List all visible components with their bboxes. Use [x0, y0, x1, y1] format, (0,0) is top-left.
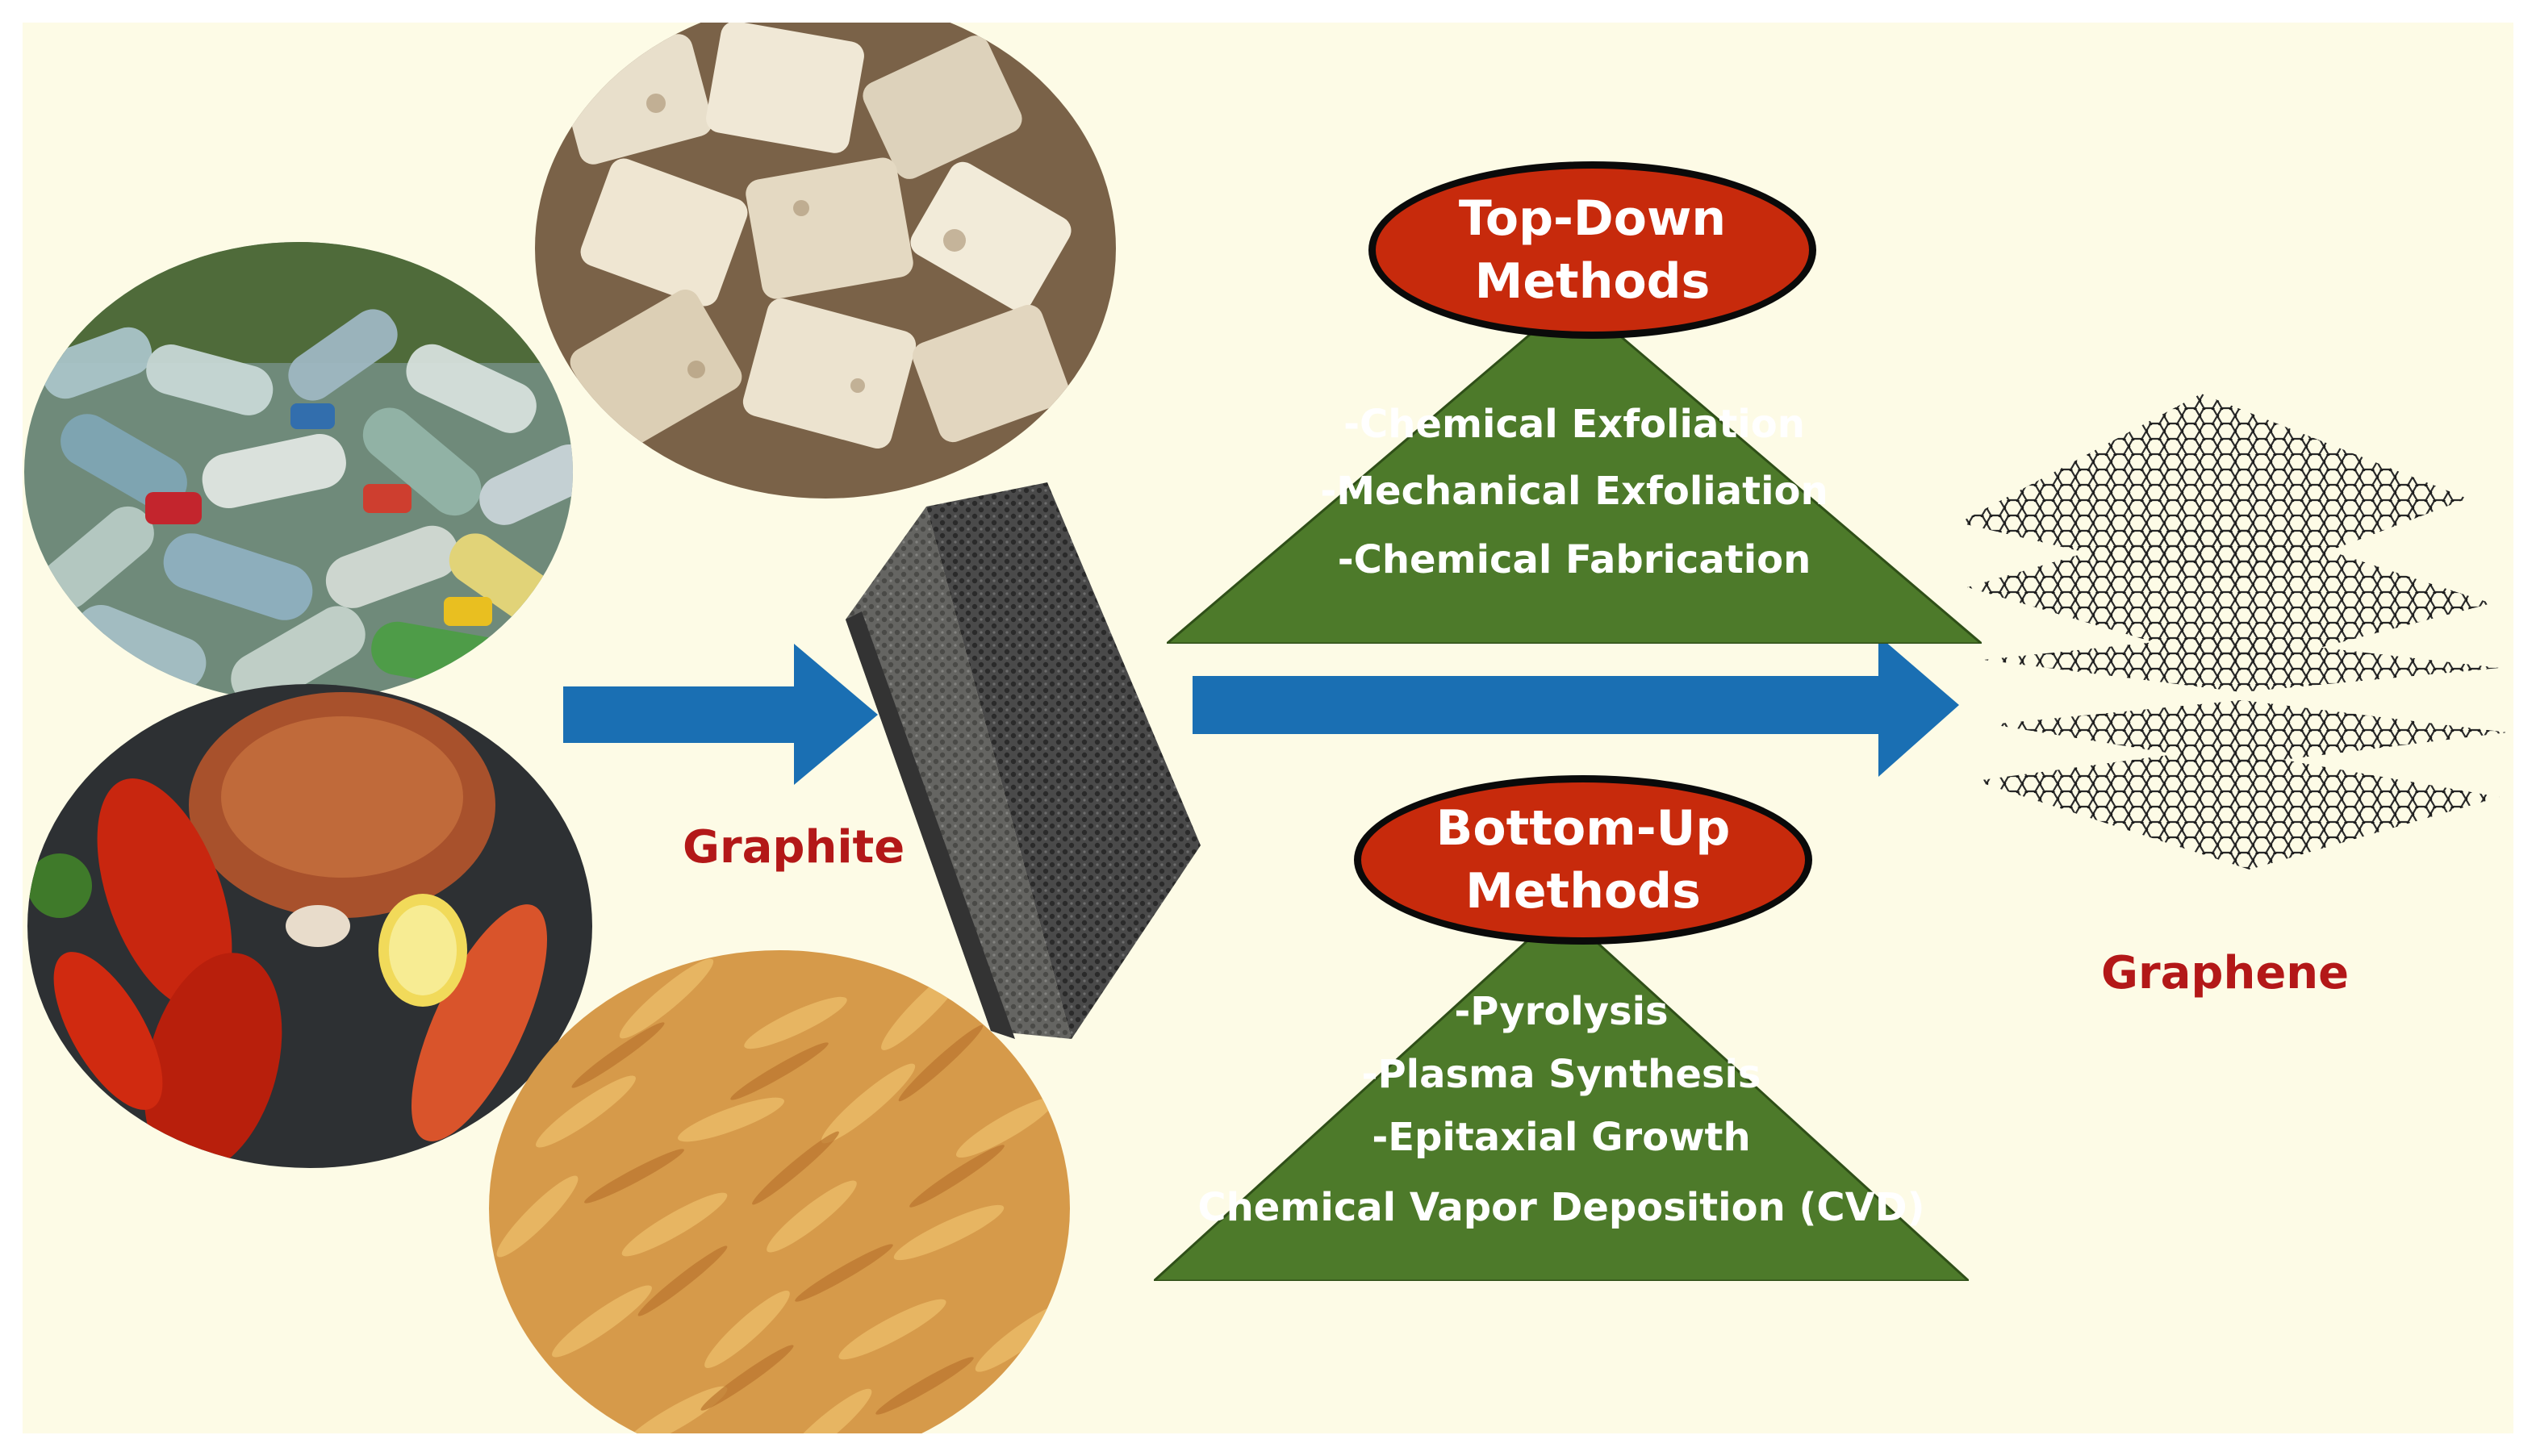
top-down-method-3: -Chemical Fabrication [1337, 537, 1811, 582]
arrow-to-graphite [563, 644, 878, 785]
bottom-up-method-1: -Pyrolysis [1454, 989, 1669, 1034]
top-down-methods-list: -Chemical Exfoliation -Mechanical Exfoli… [1167, 402, 1982, 603]
bottom-up-oval: Bottom-Up Methods [1354, 775, 1812, 945]
diagram-canvas: Graphite -Chemical Exfoliation -Mechanic… [23, 23, 2513, 1433]
bottom-up-title-line1: Bottom-Up [1435, 800, 1731, 857]
top-down-title: Top-Down Methods [1459, 187, 1726, 313]
seafood-shells-photo [27, 684, 592, 1168]
graphite-structure-icon [846, 482, 1201, 1039]
top-down-method-1: -Chemical Exfoliation [1343, 402, 1805, 447]
bottom-up-triangle [1154, 910, 1969, 1281]
bottom-up-methods-list: -Pyrolysis -Plasma Synthesis -Epitaxial … [1154, 989, 1969, 1263]
plastic-bottles-photo [24, 242, 573, 702]
bottom-up-title-line2: Methods [1465, 863, 1701, 920]
top-down-title-line1: Top-Down [1458, 190, 1727, 247]
bottom-up-method-4: Chemical Vapor Deposition (CVD) [1197, 1185, 1925, 1230]
arrow-to-graphene [1193, 636, 1959, 777]
rice-husk-photo [489, 950, 1070, 1433]
top-down-triangle [1167, 297, 1982, 644]
graphene-layers-icon [1959, 394, 2508, 870]
graphene-label: Graphene [2101, 947, 2350, 999]
top-down-oval: Top-Down Methods [1368, 161, 1816, 339]
graphite-label: Graphite [683, 821, 905, 874]
bottom-up-method-3: -Epitaxial Growth [1372, 1115, 1751, 1160]
top-down-method-2: -Mechanical Exfoliation [1320, 469, 1828, 514]
bottom-up-title: Bottom-Up Methods [1436, 797, 1731, 923]
bottom-up-method-2: -Plasma Synthesis [1361, 1052, 1761, 1097]
foam-containers-photo [535, 23, 1116, 499]
top-down-title-line2: Methods [1474, 253, 1711, 310]
